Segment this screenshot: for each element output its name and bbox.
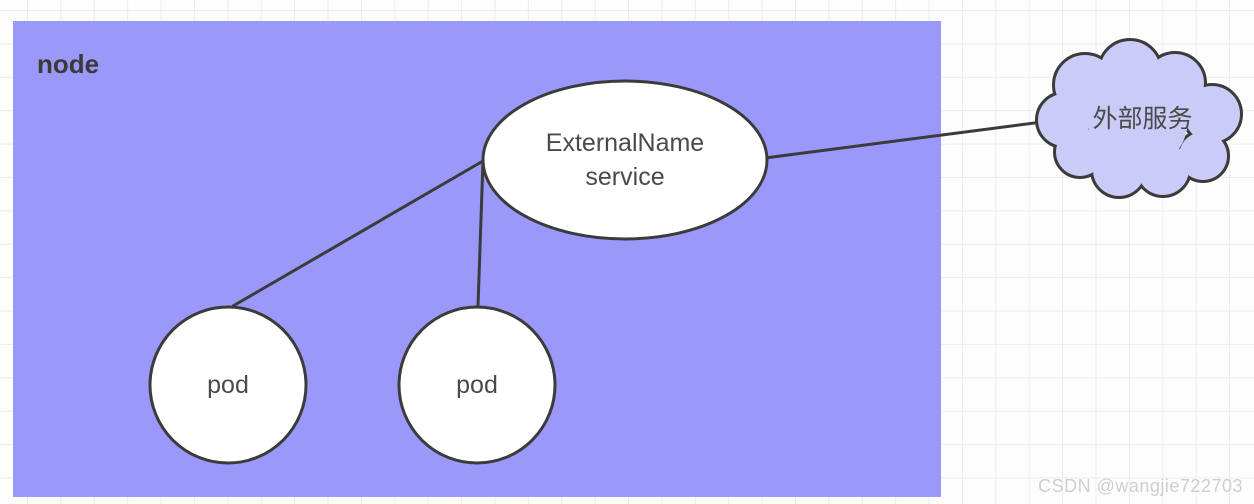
- node-label: node: [37, 49, 100, 79]
- edge-service-to-pod-right: [476, 159, 485, 308]
- service-ellipse: [481, 79, 769, 241]
- watermark: CSDN @wangjie722703: [1038, 476, 1243, 496]
- cloud-shape: [1035, 38, 1243, 199]
- pod-circle-right: [397, 305, 557, 465]
- pod-circle-left: [148, 305, 308, 465]
- edge-service-to-cloud: [763, 119, 1052, 160]
- edge-service-to-pod-left: [231, 159, 485, 308]
